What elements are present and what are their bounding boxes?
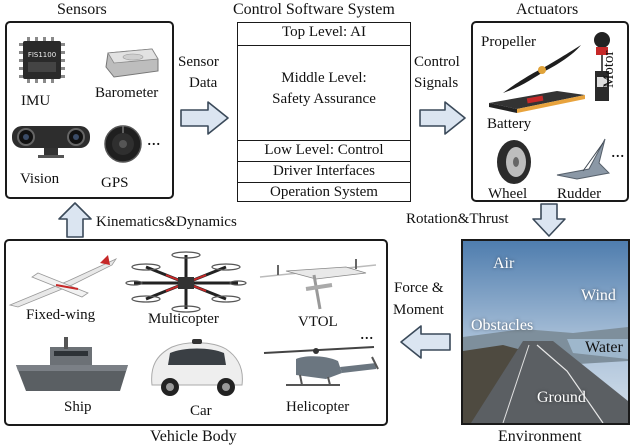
propeller-image xyxy=(503,45,581,93)
environment-label-obstacles: Obstacles xyxy=(471,317,534,334)
kinematics-label: Kinematics&Dynamics xyxy=(96,214,237,230)
control-signals-arrow xyxy=(419,101,466,135)
control-signals-label-2: Signals xyxy=(414,75,459,91)
motor-image xyxy=(594,32,610,101)
environment-label-water: Water xyxy=(585,339,623,356)
control-title: Control Software System xyxy=(233,1,395,18)
vehicle-body-title: Vehicle Body xyxy=(150,428,237,445)
force-moment-label-1: Force & xyxy=(394,280,444,296)
rudder-image xyxy=(556,138,611,180)
environment-label-wind: Wind xyxy=(581,287,616,304)
actuators-box: Propeller Motor Battery Wheel Rudder ... xyxy=(471,21,629,202)
wheel-image xyxy=(497,140,531,184)
rotation-thrust-arrow xyxy=(532,203,566,237)
vision-camera-image xyxy=(12,126,90,158)
actuator-label-motor: Motor xyxy=(601,50,617,89)
vehicle-label-ship: Ship xyxy=(64,399,92,415)
sensors-title: Sensors xyxy=(57,1,107,18)
actuator-label-rudder: Rudder xyxy=(557,186,602,202)
ship-image xyxy=(16,337,128,391)
vehicle-label-fixed-wing: Fixed-wing xyxy=(26,307,96,323)
vehicle-label-multicopter: Multicopter xyxy=(148,311,219,327)
fixed-wing-image xyxy=(8,255,118,308)
actuator-label-wheel: Wheel xyxy=(488,186,528,202)
environment-label-ground: Ground xyxy=(537,389,586,406)
control-signals-label-1: Control xyxy=(414,54,460,70)
sensor-data-arrow xyxy=(180,101,229,135)
actuator-label-battery: Battery xyxy=(487,116,532,132)
sensor-label-barometer: Barometer xyxy=(95,85,159,101)
actuators-title: Actuators xyxy=(516,1,579,18)
sensor-data-label-1: Sensor xyxy=(178,54,219,70)
sensor-label-vision: Vision xyxy=(20,171,60,187)
control-operation-system: Operation System xyxy=(238,182,410,202)
control-middle-line2: Safety Assurance xyxy=(272,91,376,107)
control-low-level: Low Level: Control xyxy=(238,140,410,161)
control-box: Top Level: AI Middle Level: Safety Assur… xyxy=(237,22,411,202)
sensors-ellipsis: ... xyxy=(147,129,161,149)
imu-chip-image: FIS1100 xyxy=(19,37,65,83)
vehicle-label-helicopter: Helicopter xyxy=(286,399,350,415)
force-moment-label-2: Moment xyxy=(393,302,444,318)
vtol-image xyxy=(259,259,377,310)
vehicle-ellipsis: ... xyxy=(360,323,374,343)
sensor-label-imu: IMU xyxy=(21,93,51,109)
gps-image xyxy=(104,125,142,163)
sensor-label-gps: GPS xyxy=(101,175,129,191)
vehicle-label-car: Car xyxy=(190,403,212,419)
vehicle-label-vtol: VTOL xyxy=(298,314,338,330)
chip-text: FIS1100 xyxy=(28,51,56,59)
sensor-data-label-2: Data xyxy=(189,75,218,91)
environment-box: Air Wind Obstacles Water Ground xyxy=(461,239,630,425)
control-middle-line1: Middle Level: xyxy=(281,70,367,86)
battery-image xyxy=(489,91,585,113)
rotation-thrust-label: Rotation&Thrust xyxy=(406,211,509,227)
control-middle-section: Middle Level: Safety Assurance xyxy=(238,45,410,139)
barometer-image xyxy=(105,48,159,78)
force-moment-arrow xyxy=(400,325,451,359)
environment-photo xyxy=(463,241,628,423)
actuator-label-propeller: Propeller xyxy=(481,34,536,50)
control-top-level: Top Level: AI xyxy=(282,24,366,40)
environment-label-air: Air xyxy=(493,255,515,272)
kinematics-arrow xyxy=(58,202,92,238)
multicopter-image xyxy=(125,251,247,313)
environment-title: Environment xyxy=(498,428,582,445)
sensors-box: FIS1100 IMU Barometer Vision GPS ... xyxy=(5,21,174,199)
actuators-ellipsis: ... xyxy=(611,141,625,161)
vehicle-body-box: Fixed-wing Multicopter VTOL ... Ship xyxy=(4,239,388,426)
car-image xyxy=(151,339,243,396)
helicopter-image xyxy=(263,346,379,386)
control-driver-interfaces: Driver Interfaces xyxy=(238,161,410,182)
